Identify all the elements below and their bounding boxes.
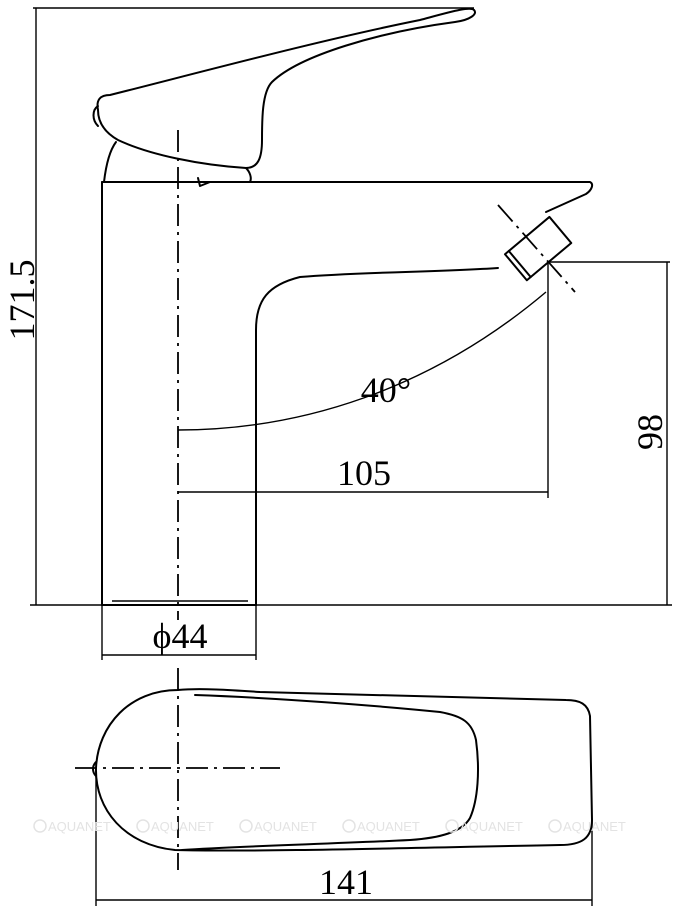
length-label: 141 bbox=[319, 862, 373, 902]
aerator bbox=[503, 215, 573, 282]
svg-text:AQUANET: AQUANET bbox=[357, 819, 420, 834]
lever-handle bbox=[96, 7, 476, 169]
watermark: AQUANET bbox=[33, 819, 111, 834]
lever-underside bbox=[103, 141, 117, 183]
lever-cap-curve bbox=[245, 167, 252, 183]
svg-text:AQUANET: AQUANET bbox=[151, 819, 214, 834]
top-view bbox=[75, 668, 593, 906]
svg-text:AQUANET: AQUANET bbox=[460, 819, 523, 834]
watermark: AQUANET bbox=[342, 819, 420, 834]
handle-knob bbox=[92, 105, 99, 127]
angle-arc bbox=[177, 291, 547, 431]
svg-text:AQUANET: AQUANET bbox=[48, 819, 111, 834]
top-view-nose bbox=[92, 761, 97, 777]
angle-label: 40° bbox=[361, 370, 411, 410]
diameter-label: ϕ44 bbox=[153, 616, 208, 656]
watermark: AQUANET bbox=[239, 819, 317, 834]
svg-text:AQUANET: AQUANET bbox=[563, 819, 626, 834]
watermark: AQUANET bbox=[445, 819, 523, 834]
overall-height-label: 171.5 bbox=[2, 260, 42, 341]
top-view-handle-inner bbox=[181, 694, 479, 851]
side-view bbox=[30, 7, 672, 660]
watermark: AQUANET bbox=[548, 819, 626, 834]
lever-cap-step bbox=[197, 177, 211, 187]
svg-text:AQUANET: AQUANET bbox=[254, 819, 317, 834]
reach-label: 105 bbox=[337, 453, 391, 493]
spout-underside bbox=[255, 267, 499, 606]
watermark: AQUANET bbox=[136, 819, 214, 834]
spout-height-label: 98 bbox=[630, 414, 670, 450]
aerator-centerline bbox=[497, 204, 576, 293]
spout-top bbox=[101, 181, 594, 213]
watermark-row: AQUANET AQUANET AQUANET AQUANET AQUANET … bbox=[33, 819, 626, 834]
